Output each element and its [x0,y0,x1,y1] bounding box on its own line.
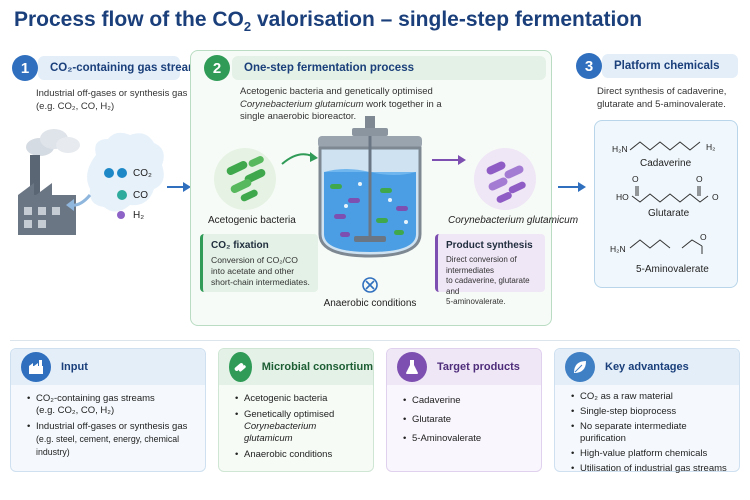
step-2-description: Acetogenic bacteria and genetically opti… [240,86,442,122]
anaerobic-label: Anaerobic conditions [323,298,417,309]
cadaverine-structure [629,141,701,151]
glutarate-right-oxygen: O [696,174,703,184]
glutarate-label: Glutarate [648,208,690,219]
list-item: CO₂ as a raw material [571,391,729,403]
acetogenic-bacteria-label: Acetogenic bacteria [208,215,296,226]
step-1-heading: CO₂-containing gas stream [38,56,198,80]
glutarate-left-group: HO [616,192,629,202]
product-synthesis-box: Product synthesis Direct conversion of i… [435,234,545,306]
aminovalerate-left-group: H₂N [610,244,626,254]
gas-label-co: CO [133,190,148,201]
aminovalerate-label: 5-Aminovalerate [636,264,709,275]
glutarate-right-group: O [712,192,719,202]
arrow-icon [66,199,74,211]
gas-label-co2: CO₂ [133,168,152,179]
card-input: Input CO₂-containing gas streams(e.g. CO… [10,348,206,472]
page-title: Process flow of the CO2 valorisation – s… [14,8,643,35]
corynebacterium-label: Corynebacterium glutamicum [448,215,579,226]
corynebacterium-icon [474,148,536,210]
glutarate-structure [631,186,709,203]
card-consortium-title: Microbial consortium [261,361,373,373]
step-1-description: Industrial off-gases or synthesis gas (e… [36,88,188,112]
list-item: CO₂-containing gas streams(e.g. CO₂, CO,… [27,393,195,417]
glutarate-left-oxygen: O [632,174,639,184]
co-dot-icon [117,190,127,200]
card-advantages-title: Key advantages [605,361,689,373]
cadaverine-left-group: H₂N [612,144,628,154]
h2-dot-icon [117,211,125,219]
list-item: Industrial off-gases or synthesis gas(e.… [27,421,195,459]
no-oxygen-icon [362,277,378,293]
factory-illustration [18,129,164,235]
gas-label-h2: H₂ [133,210,145,221]
list-item: Acetogenic bacteria [235,393,363,405]
cadaverine-label: Cadaverine [640,158,692,169]
section-divider [10,340,740,341]
step-2-heading: One-step fermentation process [232,56,546,80]
list-item: 5-Aminovalerate [403,433,531,445]
platform-chemicals-panel [594,120,738,288]
list-item: High-value platform chemicals [571,448,729,460]
bacteria-icon [229,352,252,382]
co2-fixation-title: CO₂ fixation [211,240,269,251]
leaf-icon [565,352,595,382]
flow-arrow-icon [558,182,586,192]
card-target-title: Target products [437,361,520,373]
card-target-products: Target products Cadaverine Glutarate 5-A… [386,348,542,472]
step-3-number: 3 [576,53,602,79]
aminovalerate-right-group: O [700,232,707,242]
list-item: Anaerobic conditions [235,449,363,461]
list-item: Single-step bioprocess [571,406,729,418]
product-synthesis-title: Product synthesis [446,240,533,251]
arrow-icon [432,155,466,165]
step-2-number: 2 [204,55,230,81]
list-item: Utilisation of industrial gas streams [571,463,729,475]
step-3-heading: Platform chemicals [602,54,738,78]
list-item: No separate intermediate purification [571,421,729,445]
card-input-title: Input [61,361,88,373]
list-item: Glutarate [403,414,531,426]
step-3-description: Direct synthesis of cadaverine, glutarat… [597,86,727,110]
arrow-icon [281,152,318,165]
factory-icon [21,352,51,382]
co2-fixation-box: CO₂ fixation Conversion of CO₂/CO into a… [200,234,318,292]
bioreactor-icon [318,116,422,258]
cadaverine-right-group: H₂ [706,142,716,152]
aminovalerate-structure [629,239,703,254]
flow-arrow-icon [167,182,191,192]
step-1-number: 1 [12,55,38,81]
co2-dot-icon [104,168,114,178]
acetogenic-bacteria-icon [214,148,276,210]
flask-icon [397,352,427,382]
list-item: Cadaverine [403,395,531,407]
card-microbial-consortium: Microbial consortium Acetogenic bacteria… [218,348,374,472]
card-key-advantages: Key advantages CO₂ as a raw material Sin… [554,348,740,475]
co2-dot-icon [117,168,127,178]
